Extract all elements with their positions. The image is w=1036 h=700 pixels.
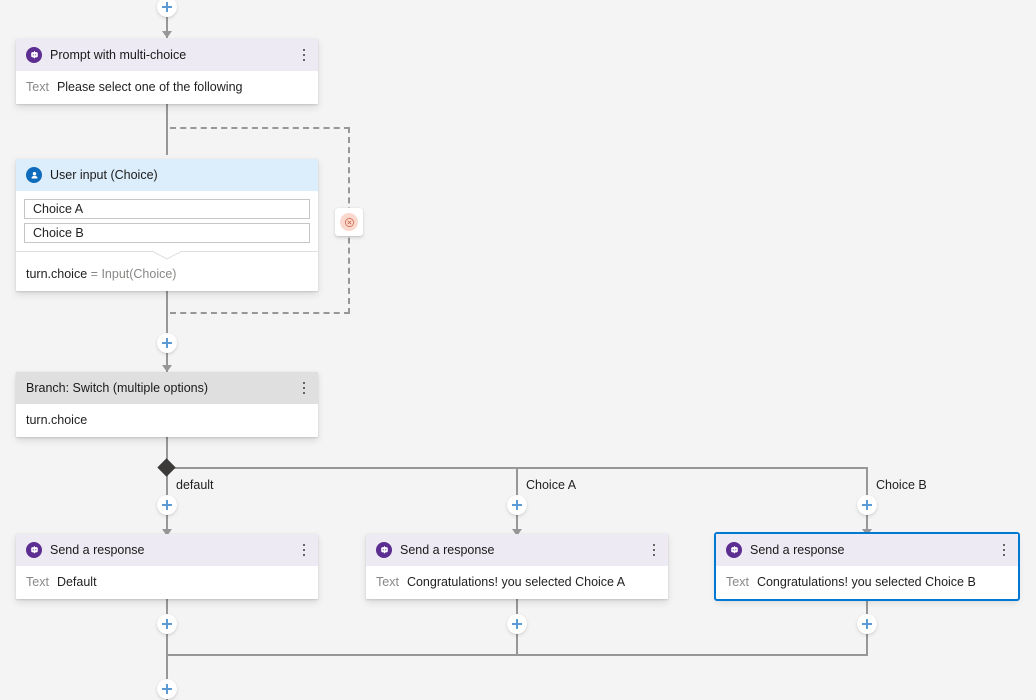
output-property-row: turn.choice = Input(Choice) (16, 259, 318, 291)
node-body: Text Please select one of the following (16, 71, 318, 104)
node-menu-button[interactable] (646, 539, 662, 561)
node-body: Text Congratulations! you selected Choic… (366, 566, 668, 599)
branch-diamond-marker (157, 458, 176, 477)
add-step-choice-b-branch[interactable] (857, 495, 877, 515)
arrow-into-response-a (512, 529, 522, 536)
node-send-response-default[interactable]: Send a response Text Default (16, 534, 318, 599)
choice-divider (16, 251, 318, 260)
node-title: User input (Choice) (50, 168, 158, 182)
add-step-bottom[interactable] (157, 679, 177, 699)
arrow-into-response-default (162, 529, 172, 536)
node-title: Send a response (400, 543, 495, 557)
edge-top-incoming (166, 0, 168, 38)
bot-icon (26, 47, 42, 63)
node-send-response-choice-b[interactable]: Send a response Text Congratulations! yo… (714, 532, 1020, 601)
field-value: Default (56, 575, 97, 589)
node-menu-button[interactable] (296, 377, 312, 399)
edge-prompt-to-userinput (166, 103, 168, 155)
add-step-after-choice-b[interactable] (857, 614, 877, 634)
add-step-after-choice-a[interactable] (507, 614, 527, 634)
node-branch-switch[interactable]: Branch: Switch (multiple options) turn.c… (16, 372, 318, 437)
cancel-circle-button[interactable] (335, 208, 363, 236)
arrow-into-branch (162, 365, 172, 372)
node-header: Send a response (16, 534, 318, 566)
dashed-loop-bottom (170, 312, 350, 314)
node-header: Branch: Switch (multiple options) (16, 372, 318, 404)
user-icon (26, 167, 42, 183)
field-value: Congratulations! you selected Choice A (406, 575, 626, 589)
node-send-response-choice-a[interactable]: Send a response Text Congratulations! yo… (366, 534, 668, 599)
node-menu-button[interactable] (996, 539, 1012, 561)
cancel-circle-icon (340, 213, 358, 231)
node-header: Send a response (366, 534, 668, 566)
choice-option[interactable]: Choice B (24, 223, 310, 243)
arrow-into-response-b (862, 529, 872, 536)
node-header: User input (Choice) (16, 159, 318, 191)
node-prompt-with-multi-choice[interactable]: Prompt with multi-choice Text Please sel… (16, 39, 318, 104)
field-label: Text (26, 80, 49, 94)
node-title: Prompt with multi-choice (50, 48, 187, 62)
bot-icon (376, 542, 392, 558)
bot-icon (26, 542, 42, 558)
add-step-choice-a-branch[interactable] (507, 495, 527, 515)
node-body: Text Congratulations! you selected Choic… (716, 566, 1018, 599)
field-label: Text (376, 575, 399, 589)
output-property-value: Input(Choice) (101, 267, 177, 281)
node-user-input-choice[interactable]: User input (Choice) Choice A Choice B tu… (16, 159, 318, 291)
output-property: turn.choice (26, 267, 88, 281)
add-step-after-default[interactable] (157, 614, 177, 634)
edge-merge-outgoing (166, 654, 168, 700)
choice-option[interactable]: Choice A (24, 199, 310, 219)
field-label: Text (26, 575, 49, 589)
node-title: Send a response (50, 543, 145, 557)
field-value: Please select one of the following (56, 80, 243, 94)
branch-label-default: default (176, 478, 214, 492)
node-menu-button[interactable] (296, 539, 312, 561)
branch-label-choice-b: Choice B (876, 478, 927, 492)
bot-icon (726, 542, 742, 558)
add-step-before-branch[interactable] (157, 333, 177, 353)
node-body: turn.choice (16, 404, 318, 437)
node-title: Branch: Switch (multiple options) (26, 381, 209, 395)
edge-branch-stem (166, 436, 168, 468)
edge-merge-bar (166, 654, 868, 656)
node-title: Send a response (750, 543, 845, 557)
arrow-into-prompt (162, 31, 172, 38)
node-body: Text Default (16, 566, 318, 599)
branch-condition: turn.choice (26, 413, 88, 427)
add-step-default-branch[interactable] (157, 495, 177, 515)
field-value: Congratulations! you selected Choice B (756, 575, 976, 589)
edge-userinput-to-branch (166, 284, 168, 372)
node-header: Prompt with multi-choice (16, 39, 318, 71)
node-menu-button[interactable] (296, 44, 312, 66)
branch-label-choice-a: Choice A (526, 478, 577, 492)
equals-sign: = (90, 267, 98, 281)
field-label: Text (726, 575, 749, 589)
add-step-top[interactable] (157, 0, 177, 17)
choice-list: Choice A Choice B (16, 191, 318, 251)
node-header: Send a response (716, 534, 1018, 566)
dashed-loop-top (170, 127, 350, 129)
